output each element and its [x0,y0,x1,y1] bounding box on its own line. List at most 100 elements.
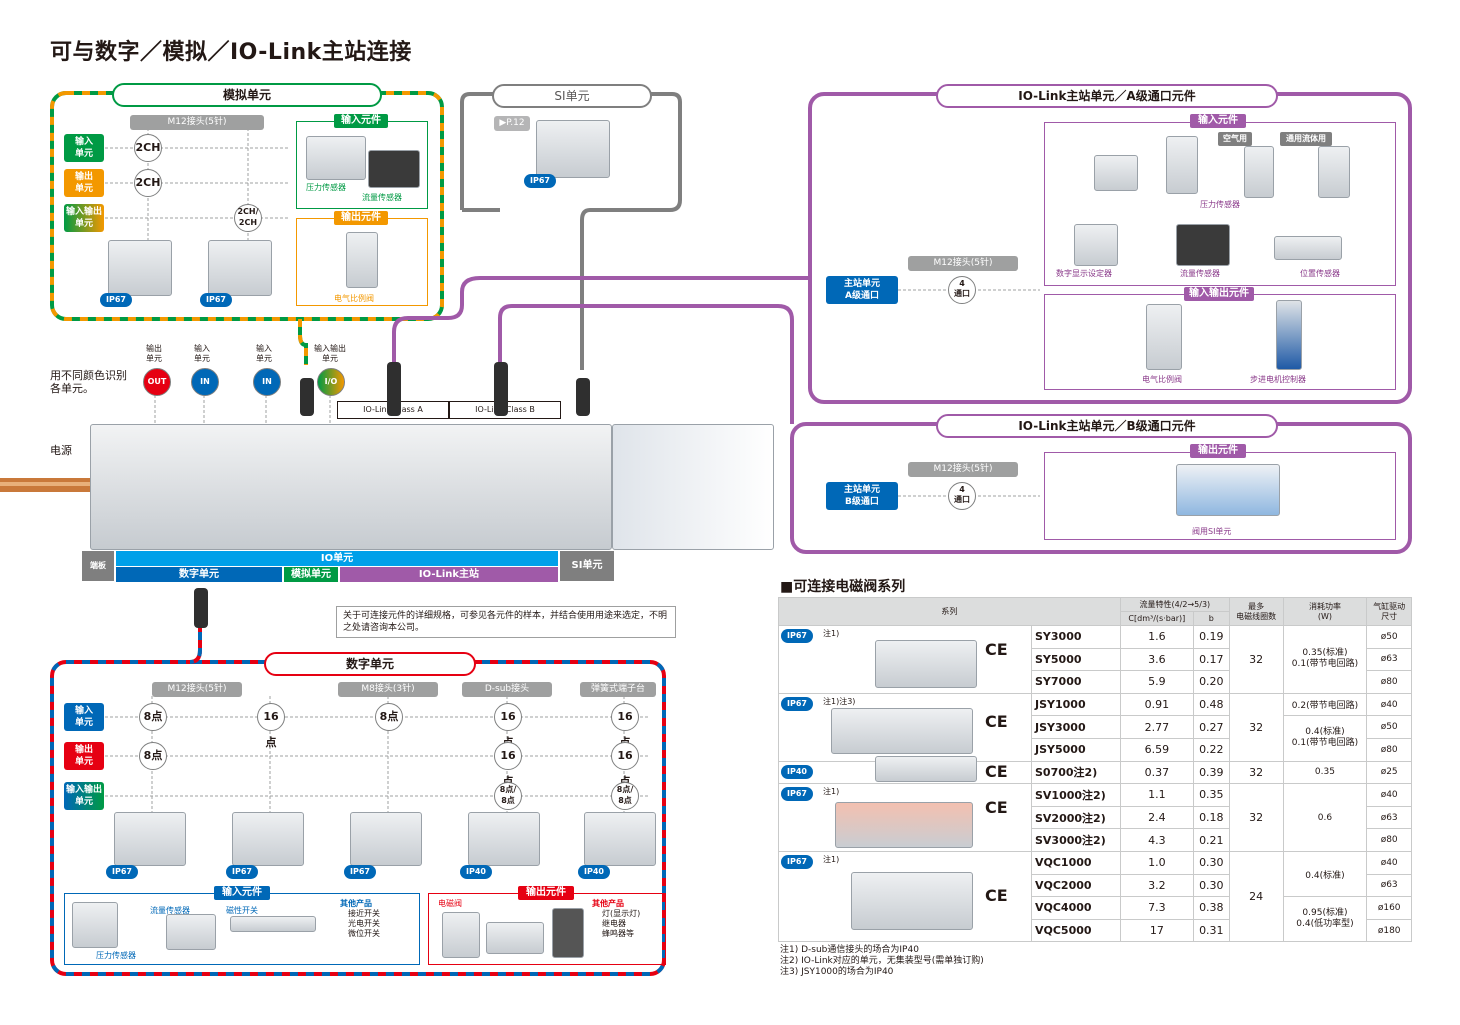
group-2-note: 注1)注3) [823,696,856,706]
iolink-b-output-title: 输出元件 [1190,444,1246,458]
out-icon: OUT [143,368,171,396]
group-2-ip: IP67 [781,696,813,711]
digital-input-label-flow: 流量传感器 [150,906,190,915]
ce-mark: CE [985,798,1008,818]
bore: ø25 [1366,760,1412,785]
class-b-connector-plug [494,362,508,416]
table-row: VQC4000 7.3 0.38 0.95(标准) 0.4(低功率型) ø160 [779,896,1412,943]
digital-points-r1-5: 16点 [611,703,639,749]
digital-title: 数字单元 [264,652,476,676]
series-name: SY3000 [1031,625,1121,649]
analog-ch-2: 2CH [134,169,162,197]
max-coils: 32 [1228,760,1284,785]
iolink-a-io-box [1044,294,1396,390]
iolink-a-input-title: 输入元件 [1190,114,1246,128]
series-name: VQC2000 [1031,873,1121,898]
iolink-a-port: 4 通口 [948,276,976,304]
digital-points-r3-1: 8点/ 8点 [494,782,522,810]
digital-ip-4: IP40 [460,865,492,879]
flow-b: 0.17 [1192,647,1230,672]
bore: ø160 [1366,896,1412,920]
flow-c: 4.3 [1119,828,1194,852]
digital-unit-image-4 [468,812,540,866]
series-name: VQC5000 [1031,918,1121,943]
si-page-ref[interactable]: ▶P.12 [494,116,530,131]
analog-unit-bar: 模拟单元 [284,567,338,582]
table-row: IP67 注1) CE VQC1000 1.0 0.30 24 0.4(标准) … [778,850,1412,943]
flow-b: 0.22 [1192,737,1230,762]
series-name: SV2000注2) [1031,805,1121,830]
flow-b: 0.39 [1192,760,1230,785]
group-4-ip: IP67 [781,787,813,802]
iolink-a-label-stepper: 步进电机控制器 [1250,375,1306,384]
analog-connector-plug [300,378,314,416]
analog-output-label: 电气比例阀 [334,294,374,303]
flow-b: 0.18 [1192,805,1230,830]
group-3-image: IP40 CE [778,755,1032,785]
analog-output-title: 输出元件 [334,211,388,225]
iolink-a-fluid-tag: 通用流体用 [1280,132,1332,146]
bore: ø63 [1366,805,1412,830]
solenoid-valve-image-3 [552,908,584,958]
hdr-flow: 流量特性(4/2→5/3) [1119,597,1230,612]
note-1: 注1) D-sub通信接头的场合为IP40 [780,945,919,955]
group-5-note: 注1) [823,854,840,864]
flow-b: 0.35 [1192,783,1230,807]
table-row: SV2000注2) 2.4 0.18 ø63 [779,805,1412,830]
series-name: JSY1000 [1031,692,1121,717]
bore: ø80 [1366,737,1412,762]
analog-ip-2: IP67 [200,293,232,307]
flow-b: 0.48 [1192,692,1230,717]
digital-unit-bar: 数字单元 [116,567,282,582]
analog-ip-1: IP67 [100,293,132,307]
power-label: 电源 [50,444,72,457]
digital-connector-m12: M12接头(5针) [152,682,242,697]
io-unit-bar: IO单元 [116,551,558,566]
flow-b: 0.30 [1192,873,1230,898]
note-2: 注2) IO-Link对应的单元，无集装型号(需单独订购) [780,956,984,966]
analog-row-output: 输出 单元 [64,169,104,197]
analog-input-label-1: 压力传感器 [306,183,346,192]
si-connector-plug [576,378,590,416]
ce-mark: CE [985,885,1008,905]
magnetic-switch-image [230,916,316,932]
pressure-sensor-image [306,136,366,180]
digital-input-label-pressure: 压力传感器 [96,951,136,960]
digital-ip-3: IP67 [344,865,376,879]
s0700-manifold-image [875,755,977,782]
iolink-b-title: IO-Link主站单元／B级通口元件 [936,414,1278,438]
digital-points-r2-1: 8点 [139,742,167,770]
iolink-master-bar: IO-Link主站 [340,567,558,582]
digital-unit-image-1 [114,812,186,866]
page-title: 可与数字／模拟／IO-Link主站连接 [50,40,412,65]
max-coils: 32 [1228,783,1284,852]
hdr-b: b [1192,611,1230,626]
series-name: S0700注2) [1031,760,1121,785]
manifold-image [90,424,612,550]
flow-c: 2.77 [1119,715,1194,739]
flow-c: 0.91 [1119,692,1194,717]
digital-display-image [1094,155,1138,191]
iolink-a-label-flow: 流量传感器 [1180,269,1220,278]
power: 0.2(带节电回路) [1282,692,1368,717]
bore: ø63 [1366,647,1412,672]
digital-output-title: 输出元件 [518,886,574,900]
digital-output-other: 灯(显示灯) 继电器 蜂鸣器等 [602,909,641,938]
analog-title: 模拟单元 [112,83,382,107]
bore: ø80 [1366,828,1412,852]
ce-mark: CE [985,711,1008,731]
pressure-sensor-a-image-2 [1244,146,1274,198]
max-coils: 32 [1228,692,1284,762]
position-sensor-image [1274,236,1342,260]
flow-c: 1.1 [1119,783,1194,807]
si-unit-image [536,120,610,178]
analog-connector: M12接头(5针) [130,115,264,130]
bore: ø40 [1366,692,1412,717]
analog-unit-image-2 [208,240,272,296]
module-label-4: 输入输出 单元 [314,344,346,363]
iolink-b-connector: M12接头(5针) [908,462,1018,477]
power: 0.4(标准) [1282,850,1368,898]
flow-b: 0.27 [1192,715,1230,739]
flow-c: 3.6 [1119,647,1194,672]
table-notes: 注1) D-sub通信接头的场合为IP40 注2) IO-Link对应的单元，无… [780,945,984,978]
